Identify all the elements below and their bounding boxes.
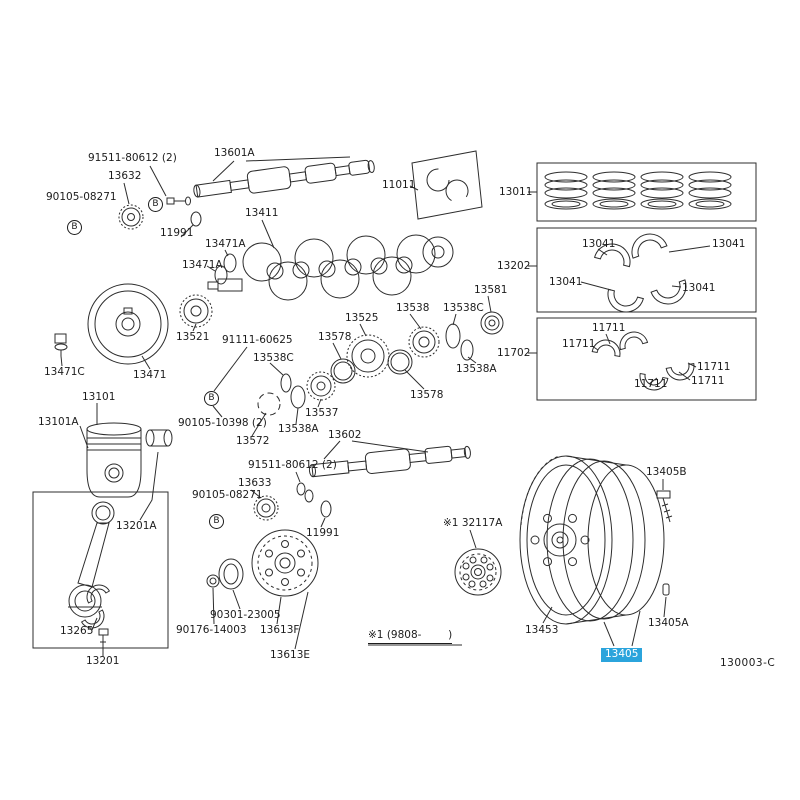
part-label-13602: 13602 (328, 429, 362, 441)
bolt-marker-bolt-b-1: B (148, 197, 163, 212)
crankshaft-drawing (207, 219, 454, 301)
part-label-13101: 13101 (82, 391, 116, 403)
nut-90176-drawing (206, 574, 220, 625)
part-label-13041-2: 13041 (712, 238, 746, 250)
timing-gear-cluster-drawing (212, 295, 504, 437)
pin-13405A-drawing (662, 583, 670, 618)
gear-13633-drawing (250, 471, 332, 528)
gear-13521-drawing (179, 294, 213, 332)
part-label-13405A: 13405A (648, 617, 689, 629)
part-label-13041-1: 13041 (582, 238, 616, 250)
part-label-90301-23005: 90301-23005 (210, 609, 281, 621)
washers-13471A-drawing (206, 249, 237, 285)
washer-11991-top-drawing (180, 211, 202, 238)
damper-pulley-drawing (87, 283, 169, 370)
part-label-13572: 13572 (236, 435, 270, 447)
part-label-11711-4: 11711 (634, 378, 668, 390)
balance-shaft-2-drawing (308, 445, 471, 478)
part-label-90105-08271-top: 90105-08271 (46, 191, 117, 203)
part-label-13405[interactable]: 13405 (601, 648, 643, 662)
part-label-13578-2: 13578 (410, 389, 444, 401)
part-label-90105-10398: 90105-10398 (2) (178, 417, 267, 429)
part-label-13613F: 13613F (260, 624, 300, 636)
part-label-13453: 13453 (525, 624, 559, 636)
part-label-90105-08271-bot: 90105-08271 (192, 489, 263, 501)
main-bearing-box-drawing (528, 227, 757, 317)
part-label-13632: 13632 (108, 170, 142, 182)
bolt-marker-bolt-b-4: B (209, 514, 224, 529)
part-label-11991-bot: 11991 (306, 527, 340, 539)
part-label-13633: 13633 (238, 477, 272, 489)
balance-shaft-1-drawing (193, 159, 375, 198)
part-label-13471A-1: 13471A (205, 238, 246, 250)
part-label-13471A-2: 13471A (182, 259, 223, 271)
part-label-13101A: 13101A (38, 416, 79, 428)
part-label-13201A: 13201A (116, 520, 157, 532)
part-label-drawing-code: 130003-C (720, 657, 776, 669)
part-label-13265: 13265 (60, 625, 94, 637)
part-label-11011: 11011 (382, 179, 416, 191)
bolt-marker-bolt-b-2: B (67, 220, 82, 235)
flywheel-drawing (519, 455, 665, 647)
part-label-13471C: 13471C (44, 366, 85, 378)
part-label-11711-1: 11711 (592, 322, 626, 334)
bolt-marker-bolt-b-3: B (204, 391, 219, 406)
part-label-91511-80612-top: 91511-80612 (2) (88, 152, 177, 164)
thrust-washer-box-drawing (528, 317, 757, 401)
piston-drawing (79, 403, 142, 498)
connecting-rod-box-drawing (32, 491, 169, 656)
part-label-13041-4: 13041 (682, 282, 716, 294)
piston-ring-set-box-drawing (528, 162, 757, 222)
gear-13632-drawing (118, 182, 144, 230)
part-label-13471: 13471 (133, 369, 167, 381)
oil-seal-90301-drawing (218, 558, 244, 610)
part-label-13202: 13202 (497, 260, 531, 272)
part-label-13405B: 13405B (646, 466, 687, 478)
pulley-bolt-13471C-drawing (54, 333, 68, 367)
part-label-11702: 11702 (497, 347, 531, 359)
part-label-13011: 13011 (499, 186, 533, 198)
part-label-13538: 13538 (396, 302, 430, 314)
part-label-13538C-1: 13538C (253, 352, 294, 364)
pulley-13613-drawing (251, 529, 319, 650)
part-label-91511-80612-bot: 91511-80612 (2) (248, 459, 337, 471)
part-label-13411: 13411 (245, 207, 279, 219)
part-label-11711-5: 11711 (691, 375, 725, 387)
part-label-91111-60625: 91111-60625 (222, 334, 293, 346)
part-label-13601A: 13601A (214, 147, 255, 159)
part-label-11711-3: 11711 (697, 361, 731, 373)
part-label-13613E: 13613E (270, 649, 311, 661)
part-label-13581: 13581 (474, 284, 508, 296)
part-label-90176-14003: 90176-14003 (176, 624, 247, 636)
piston-pin-drawing (139, 429, 173, 521)
part-label-13538C-2: 13538C (443, 302, 484, 314)
snap-ring-box-11011-drawing (409, 150, 483, 220)
part-label-note-9808: ※1 (9808- ) (368, 629, 453, 644)
part-label-11991-top: 11991 (160, 227, 194, 239)
part-label-13521: 13521 (176, 331, 210, 343)
part-label-32117A: ※1 32117A (443, 517, 503, 529)
bolt-13405B-drawing (656, 479, 673, 523)
bolt-91511-top-drawing (149, 165, 191, 206)
part-label-13538A-2: 13538A (278, 423, 319, 435)
drive-plate-drawing (454, 529, 502, 596)
part-label-13578-1: 13578 (318, 331, 352, 343)
part-label-13538A-1: 13538A (456, 363, 497, 375)
part-label-13201: 13201 (86, 655, 120, 667)
part-label-13041-3: 13041 (549, 276, 583, 288)
part-label-13525: 13525 (345, 312, 379, 324)
part-label-11711-2: 11711 (562, 338, 596, 350)
part-label-13537: 13537 (305, 407, 339, 419)
